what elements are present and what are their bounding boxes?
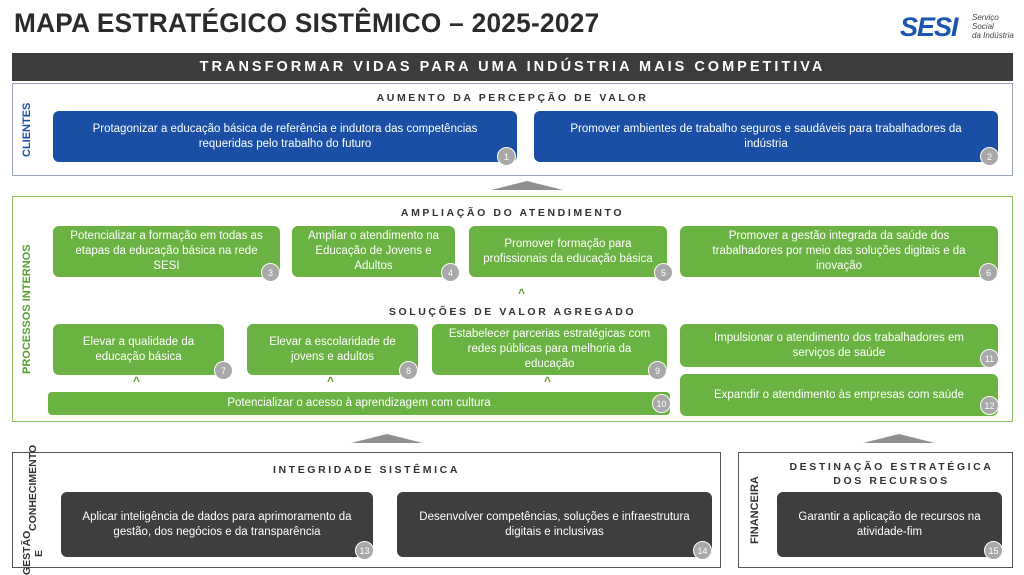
objective-number: 3	[261, 263, 280, 282]
objective-text: Potencializar o acesso à aprendizagem co…	[227, 397, 491, 409]
objective-7[interactable]: Elevar a qualidade da educação básica	[53, 324, 224, 375]
objective-number: 4	[441, 263, 460, 282]
objective-number: 14	[693, 541, 712, 560]
objective-9[interactable]: Estabelecer parcerias estratégicas com r…	[432, 324, 667, 375]
objective-2[interactable]: Promover ambientes de trabalho seguros e…	[534, 111, 998, 162]
objective-5[interactable]: Promover formação para profissionais da …	[469, 226, 667, 277]
gestao-label-line: GESTÃO E	[21, 530, 45, 575]
objective-8[interactable]: Elevar a escolaridade de jovens e adulto…	[247, 324, 418, 375]
objective-text: Protagonizar a educação básica de referê…	[92, 122, 478, 150]
logo-line: da Indústria	[972, 31, 1014, 40]
objective-text: Promover a gestão integrada da saúde dos…	[712, 230, 966, 272]
processos-heading-1: AMPLIAÇÃO DO ATENDIMENTO	[400, 207, 625, 219]
objective-text: Elevar a qualidade da educação básica	[82, 335, 195, 363]
gestao-heading: INTEGRIDADE SISTÊMICA	[272, 464, 461, 476]
objective-14[interactable]: Desenvolver competências, soluções e inf…	[397, 492, 712, 557]
objective-text: Impulsionar o atendimento dos trabalhado…	[714, 331, 964, 359]
up-arrow-icon	[491, 181, 563, 190]
objective-3[interactable]: Potencializar a formação em todas as eta…	[53, 226, 280, 277]
logo-mark: SESI	[900, 12, 959, 42]
processos-heading-2: SOLUÇÕES DE VALOR AGREGADO	[388, 306, 637, 318]
objective-number: 10	[652, 394, 671, 413]
chevron-up-icon: ^	[327, 374, 335, 388]
objective-text: Ampliar o atendimento na Educação de Jov…	[307, 230, 440, 272]
objective-text: Expandir o atendimento às empresas com s…	[714, 388, 964, 401]
objective-text: Desenvolver competências, soluções e inf…	[419, 510, 690, 538]
objective-number: 7	[214, 361, 233, 380]
objective-number: 9	[648, 361, 667, 380]
objective-10[interactable]: Potencializar o acesso à aprendizagem co…	[48, 392, 670, 415]
objective-text: Garantir a aplicação de recursos na ativ…	[798, 510, 981, 538]
clientes-heading: AUMENTO DA PERCEPÇÃO DE VALOR	[376, 92, 649, 104]
page-title: MAPA ESTRATÉGICO SISTÊMICO – 2025-2027	[14, 8, 600, 38]
financeira-label: FINANCEIRA	[749, 476, 761, 544]
objective-text: Potencializar a formação em todas as eta…	[70, 230, 263, 272]
objective-11[interactable]: Impulsionar o atendimento dos trabalhado…	[680, 324, 998, 367]
chevron-up-icon: ^	[133, 374, 141, 388]
gestao-label-line: CONHECIMENTO	[27, 444, 39, 531]
logo-text: Serviço Social da Indústria	[972, 13, 1014, 40]
objective-text: Promover formação para profissionais da …	[483, 237, 653, 265]
objective-text: Elevar a escolaridade de jovens e adulto…	[269, 335, 396, 363]
objective-1[interactable]: Protagonizar a educação básica de referê…	[53, 111, 517, 162]
objective-number: 12	[980, 396, 999, 415]
objective-number: 5	[654, 263, 673, 282]
objective-text: Promover ambientes de trabalho seguros e…	[570, 122, 962, 150]
up-arrow-icon	[863, 434, 935, 443]
objective-12[interactable]: Expandir o atendimento às empresas com s…	[680, 374, 998, 416]
up-arrow-icon	[351, 434, 423, 443]
chevron-up-icon: ^	[518, 286, 526, 300]
objective-6[interactable]: Promover a gestão integrada da saúde dos…	[680, 226, 998, 277]
objective-number: 1	[497, 147, 516, 166]
sesi-logo: SESI Serviço Social da Indústria	[900, 10, 1014, 44]
objective-text: Aplicar inteligência de dados para aprim…	[82, 510, 352, 538]
objective-4[interactable]: Ampliar o atendimento na Educação de Jov…	[292, 226, 455, 277]
objective-text: Estabelecer parcerias estratégicas com r…	[448, 328, 651, 370]
chevron-up-icon: ^	[544, 374, 552, 388]
objective-number: 6	[979, 263, 998, 282]
objective-number: 11	[980, 349, 999, 368]
logo-line: Social	[972, 22, 994, 31]
objective-13[interactable]: Aplicar inteligência de dados para aprim…	[61, 492, 373, 557]
financeira-heading-line: DESTINAÇÃO ESTRATÉGICA	[789, 461, 994, 473]
financeira-heading-line: DOS RECURSOS	[833, 475, 950, 487]
objective-15[interactable]: Garantir a aplicação de recursos na ativ…	[777, 492, 1002, 557]
objective-number: 13	[355, 541, 374, 560]
objective-number: 15	[984, 541, 1003, 560]
objective-number: 8	[399, 361, 418, 380]
logo-line: Serviço	[972, 13, 999, 22]
vision-banner: TRANSFORMAR VIDAS PARA UMA INDÚSTRIA MAI…	[12, 53, 1013, 81]
financeira-heading: DESTINAÇÃO ESTRATÉGICA DOS RECURSOS	[770, 460, 1013, 488]
objective-number: 2	[980, 147, 999, 166]
